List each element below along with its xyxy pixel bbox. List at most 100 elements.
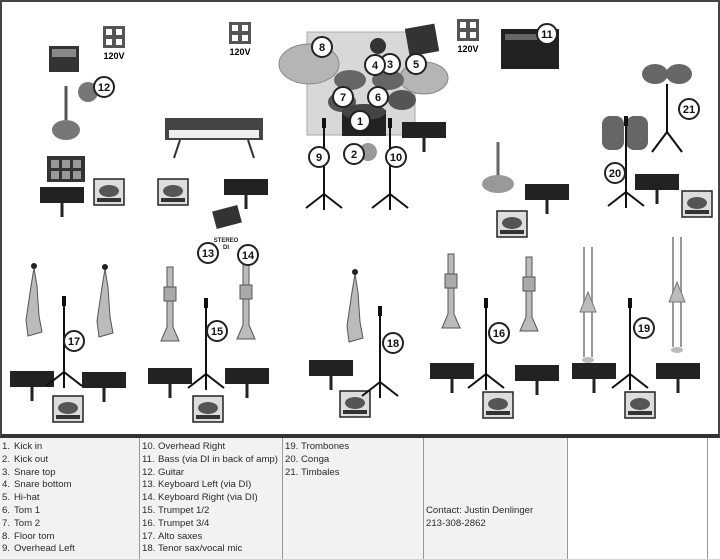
channel-marker-label: 3: [387, 59, 393, 71]
legend-label: Trombones: [301, 441, 350, 452]
legend-item: 2.Kick out: [0, 454, 139, 467]
legend-item: 6.Tom 1: [0, 505, 139, 518]
stage-diagram: 120V 120V 120V STEREO DI: [10, 19, 713, 423]
legend-number: 20.: [285, 453, 299, 465]
channel-marker-label: 4: [372, 60, 379, 72]
legend-item: 3.Snare top: [0, 467, 139, 480]
contact-name: Contact: Justin Denlinger: [426, 505, 534, 516]
legend-number: 12.: [142, 466, 156, 478]
legend-number: 13.: [142, 479, 156, 491]
alto-sax-icon: [96, 263, 114, 338]
legend-item: 9.Overhead Left: [0, 543, 139, 556]
legend-label: Bass (via DI in back of amp): [158, 453, 278, 465]
legend-label: Overhead Right: [158, 441, 226, 452]
monitor-speaker: [52, 395, 84, 423]
channel-marker: 20: [604, 162, 626, 184]
legend-number: 1.: [2, 441, 11, 452]
legend-label: Kick in: [14, 441, 43, 452]
channel-marker-label: 17: [68, 336, 80, 348]
channel-marker: 9: [308, 146, 330, 168]
legend-number: 8.: [2, 530, 11, 542]
channel-marker-label: 7: [340, 92, 346, 104]
legend-item: 4.Snare bottom: [0, 479, 139, 492]
legend-item: 15.Trumpet 1/2: [140, 505, 282, 518]
legend-item: 17.Alto saxes: [140, 531, 282, 544]
legend-item: 8.Floor tom: [0, 531, 139, 544]
legend-number: 9.: [2, 543, 11, 555]
music-stand: [148, 368, 192, 398]
trumpet-icon: [441, 253, 461, 329]
contact-phone: 213-308-2862: [426, 518, 486, 529]
legend-item: 18.Tenor sax/vocal mic: [140, 543, 282, 556]
legend-label: Keyboard Left (via DI): [158, 479, 252, 491]
legend-item: 14.Keyboard Right (via DI): [140, 492, 282, 505]
music-stand: [572, 363, 616, 393]
legend-number: 19.: [285, 441, 299, 452]
di-box: STEREO DI: [212, 204, 242, 251]
channel-marker-label: 5: [413, 59, 419, 71]
legend-number: 6.: [2, 504, 11, 516]
channel-marker-label: 8: [319, 42, 325, 54]
legend-label: Overhead Left: [14, 543, 75, 555]
monitor-speaker: [681, 190, 713, 218]
legend-item: 16.Trumpet 3/4: [140, 518, 282, 531]
power-outlet-icon: 120V: [103, 26, 125, 61]
legend-label: Guitar: [158, 466, 185, 478]
legend-number: 17.: [142, 530, 156, 542]
channel-marker-label: 13: [202, 248, 214, 260]
channel-marker: 7: [332, 86, 354, 108]
svg-text:DI: DI: [223, 245, 229, 251]
legend-item: 20.Conga: [283, 454, 423, 467]
mic-stand: [611, 297, 649, 391]
channel-marker: 14: [237, 244, 259, 266]
trombone-icon: [668, 236, 686, 354]
legend-label: Trumpet 1/2: [158, 504, 210, 516]
music-stand: [635, 174, 679, 204]
legend-label: Floor tom: [14, 530, 55, 542]
conga-icon: [602, 116, 648, 150]
music-stand: [402, 122, 446, 152]
legend-number: 7.: [2, 517, 11, 529]
legend-label: Alto saxes: [158, 530, 203, 542]
music-stand: [430, 363, 474, 393]
alto-sax-icon: [25, 262, 43, 337]
monitor-speaker: [93, 178, 125, 206]
blank-column: [568, 438, 708, 559]
channel-marker: 18: [382, 332, 404, 354]
legend-label: Tenor sax/vocal mic: [158, 543, 243, 555]
legend-number: 2.: [2, 453, 11, 465]
legend-number: 14.: [142, 492, 156, 504]
monitor-speaker: [482, 391, 514, 419]
channel-marker: 5: [405, 53, 427, 75]
channel-marker: 12: [93, 76, 115, 98]
outlet-label: 120V: [229, 47, 250, 57]
svg-text:STEREO: STEREO: [214, 238, 239, 244]
mic-stand: [187, 297, 225, 391]
tenor-sax-icon: [346, 268, 364, 343]
legend-item: 21.Timbales: [283, 467, 423, 480]
pedalboard: [47, 156, 85, 182]
channel-marker-label: 20: [609, 168, 621, 180]
channel-marker: 2: [343, 143, 365, 165]
trumpet-icon: [236, 264, 256, 340]
music-stand: [225, 368, 269, 398]
music-stand: [656, 363, 700, 393]
channel-marker-label: 16: [493, 328, 505, 340]
channel-marker-label: 12: [98, 82, 110, 94]
legend-number: 4.: [2, 479, 11, 491]
legend-label: Timbales: [301, 466, 340, 478]
trumpet-icon: [519, 256, 539, 332]
channel-marker: 10: [385, 146, 407, 168]
legend-number: 10.: [142, 441, 156, 452]
channel-marker-label: 11: [541, 29, 553, 41]
legend-label: Snare top: [14, 466, 56, 478]
channel-marker: 1: [349, 110, 371, 132]
monitor-speaker: [192, 395, 224, 423]
legend-item: 5.Hi-hat: [0, 492, 139, 505]
channel-marker-label: 18: [387, 338, 399, 350]
legend-number: 3.: [2, 466, 11, 478]
contact-info: Contact: Justin Denlinger 213-308-2862: [426, 504, 533, 530]
channel-marker: 4: [364, 54, 386, 76]
outlet-label: 120V: [103, 51, 124, 61]
